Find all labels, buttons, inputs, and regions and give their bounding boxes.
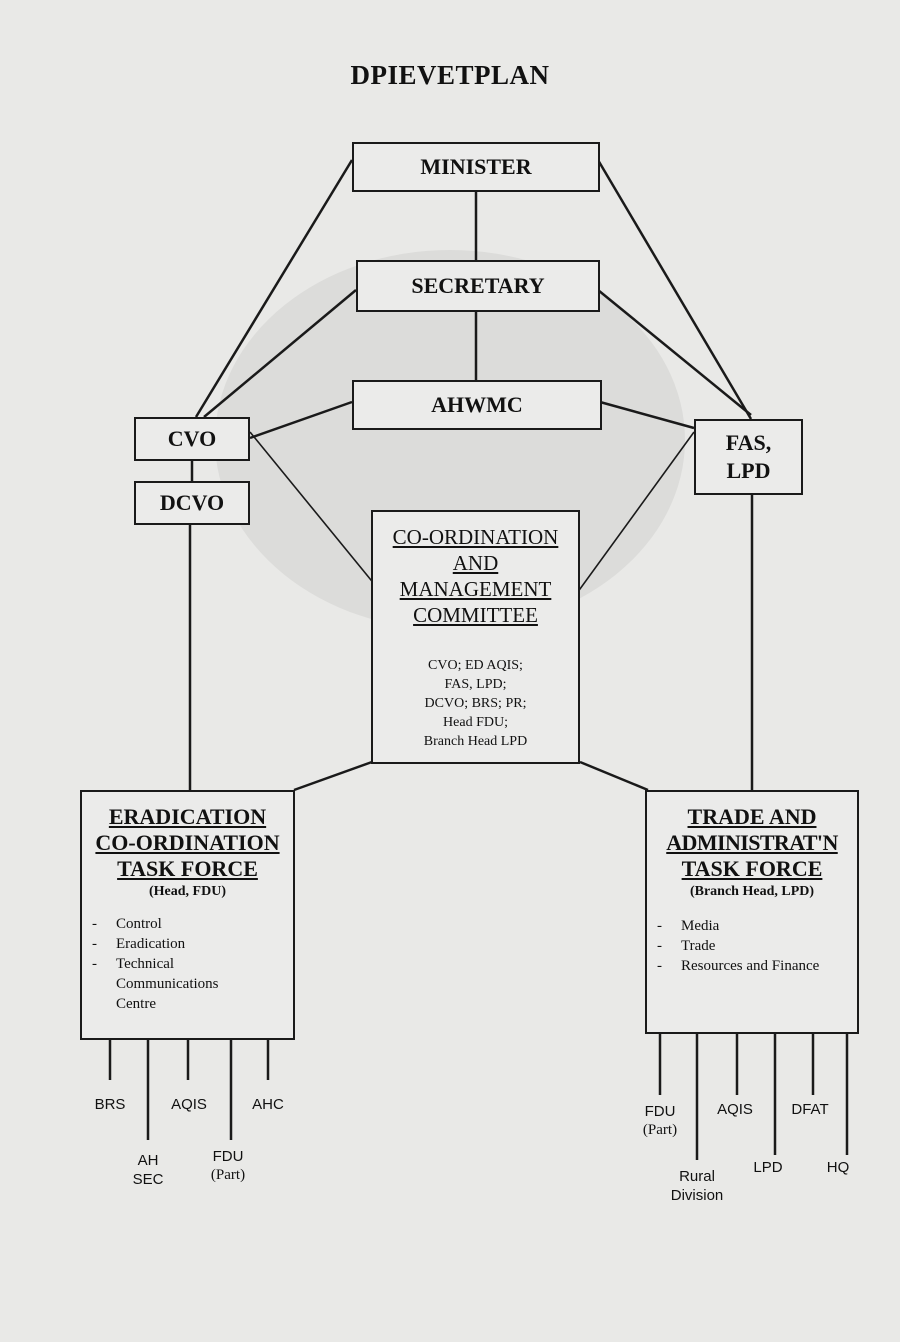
line-minister-cvo: [194, 159, 354, 418]
cvo-label: CVO: [167, 426, 217, 451]
unit-line: LPD: [753, 1159, 783, 1176]
eradication-task-force-box: ERADICATION CO-ORDINATION TASK FORCE (He…: [80, 790, 295, 1040]
cvo-box: CVO: [134, 417, 250, 461]
committee-members: CVO; ED AQIS; FAS, LPD; DCVO; BRS; PR; H…: [373, 656, 578, 751]
unit-line: BRS: [94, 1096, 126, 1113]
ahwmc-box: AHWMC: [352, 380, 602, 430]
list-item: Resources and Finance: [657, 956, 857, 976]
unit-line: Division: [670, 1187, 724, 1204]
list-item: Technical Communications Centre: [92, 954, 246, 1014]
unit-label: FDU (Part): [643, 1102, 677, 1140]
trade-task-force-box: TRADE AND ADMINISTRAT'N TASK FORCE (Bran…: [645, 790, 859, 1034]
unit-label: HQ: [827, 1158, 850, 1177]
eradication-title-line: TASK FORCE: [117, 856, 258, 881]
committee-title-line: CO-ORDINATION: [392, 525, 559, 549]
unit-line: AQIS: [171, 1096, 207, 1113]
committee-member: CVO; ED AQIS;: [428, 658, 523, 673]
eradication-head: (Head, FDU): [149, 884, 226, 899]
committee-title-line: AND: [452, 551, 499, 575]
unit-line: AH: [137, 1152, 159, 1169]
eradication-title-line: ERADICATION: [108, 804, 267, 829]
unit-label: AHC: [252, 1095, 284, 1114]
unit-label: AH SEC: [133, 1151, 164, 1189]
committee-title-line: MANAGEMENT: [399, 577, 552, 601]
unit-label: DFAT: [791, 1100, 828, 1119]
unit-line: SEC: [132, 1171, 164, 1188]
list-item: Eradication: [92, 934, 293, 954]
line-secretary-fas: [597, 289, 752, 416]
committee-title-line: COMMITTEE: [413, 603, 538, 627]
line-ahwmc-fas: [599, 400, 695, 430]
committee-member: DCVO; BRS; PR;: [424, 696, 527, 711]
fas-label: FAS,: [725, 430, 772, 455]
minister-label: MINISTER: [420, 154, 532, 179]
unit-line: AHC: [252, 1096, 284, 1113]
unit-line: AQIS: [717, 1101, 753, 1118]
committee-member: Head FDU;: [443, 715, 508, 730]
list-item: Trade: [657, 936, 857, 956]
eradication-title-line: CO-ORDINATION: [95, 830, 280, 855]
unit-label: Rural Division: [671, 1167, 724, 1205]
trade-title-line: ADMINISTRAT'N: [666, 830, 838, 855]
fas-lpd-box: FAS, LPD: [694, 419, 803, 495]
secretary-box: SECRETARY: [356, 260, 600, 312]
unit-label: FDU (Part): [211, 1147, 245, 1185]
committee-member: Branch Head LPD: [423, 734, 528, 749]
trade-items: Media Trade Resources and Finance: [647, 916, 857, 976]
unit-label: LPD: [753, 1158, 782, 1177]
lpd-label: LPD: [726, 458, 771, 483]
unit-line: DFAT: [791, 1101, 829, 1118]
minister-box: MINISTER: [352, 142, 600, 192]
trade-title-line: TASK FORCE: [681, 856, 823, 881]
ahwmc-label: AHWMC: [431, 392, 523, 417]
unit-line: FDU: [212, 1148, 244, 1165]
committee-member: FAS, LPD;: [444, 677, 507, 692]
eradication-items: Control Eradication Technical Communicat…: [82, 914, 293, 1014]
dcvo-box: DCVO: [134, 481, 250, 525]
unit-line: Rural: [679, 1168, 715, 1185]
dcvo-label: DCVO: [159, 490, 225, 515]
committee-box: CO-ORDINATION AND MANAGEMENT COMMITTEE C…: [371, 510, 580, 764]
unit-label: AQIS: [171, 1095, 207, 1114]
list-item: Media: [657, 916, 857, 936]
trade-head: (Branch Head, LPD): [689, 884, 815, 899]
line-ahwmc-cvo: [249, 400, 353, 440]
unit-line: (Part): [210, 1167, 246, 1183]
unit-line: (Part): [642, 1122, 678, 1138]
unit-label: BRS: [95, 1095, 126, 1114]
unit-label: AQIS: [717, 1100, 753, 1119]
committee-title: CO-ORDINATION AND MANAGEMENT COMMITTEE: [373, 524, 578, 628]
line-secretary-cvo: [203, 289, 357, 418]
unit-line: FDU: [644, 1103, 676, 1120]
list-item: Control: [92, 914, 293, 934]
unit-line: HQ: [826, 1159, 850, 1176]
trade-title-line: TRADE AND: [687, 804, 817, 829]
line-minister-fas: [596, 159, 753, 420]
secretary-label: SECRETARY: [411, 273, 545, 298]
page-title: DPIEVETPLAN: [350, 60, 550, 90]
